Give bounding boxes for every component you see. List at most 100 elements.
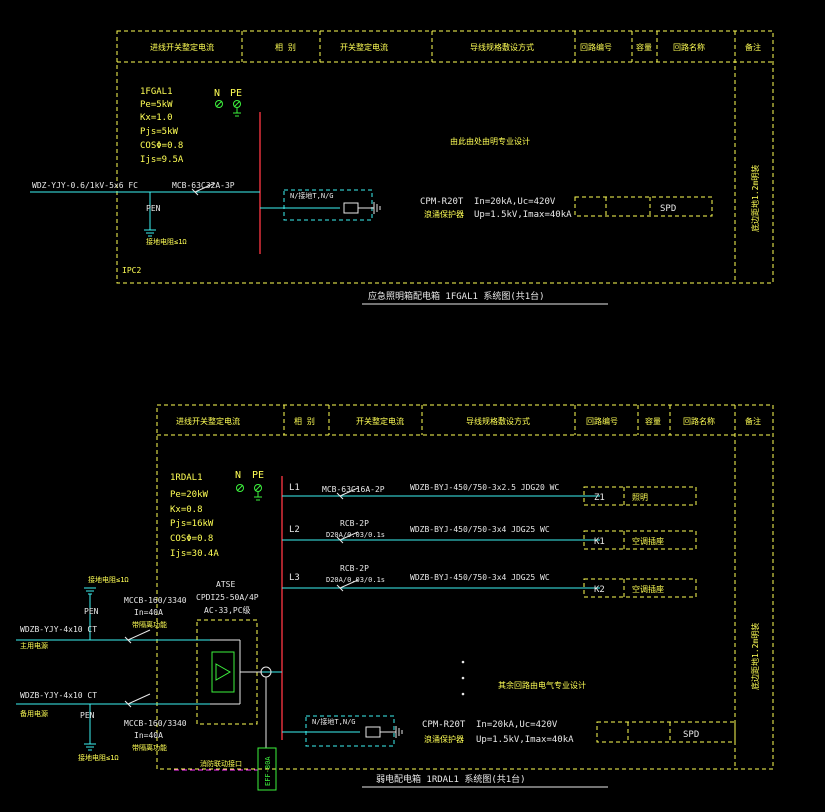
p2-circuit-cable-2: WDZB-BYJ-450/750-3x4 JDG25 WC: [410, 573, 550, 582]
p2-circuit-phase-1: L2: [289, 525, 300, 535]
p2-spd-type: 浪涌保护器: [424, 734, 464, 744]
p1-param-0: 1FGAL1: [140, 87, 173, 97]
p2-spd-device-label: N/接地T,N/G: [312, 717, 356, 726]
p2-header-3: 导线规格敷设方式: [466, 416, 530, 426]
p1-header-1: 相 别: [275, 42, 296, 52]
p2-param-5: Ijs=30.4A: [170, 549, 219, 559]
p2-ground-bottom: 接地电阻≤1Ω: [78, 753, 119, 762]
p2-circuit-breaker2-2: D20A/0.03/0.1s: [326, 576, 385, 584]
p2-mccb2-switch-icon: [124, 693, 151, 708]
p1-breaker: MCB-63C32A-3P: [172, 181, 235, 190]
p1-caption: 应急照明箱配电箱 1FGAL1 系统图(共1台): [368, 290, 545, 302]
p1-param-2: Kx=1.0: [140, 113, 173, 123]
p1-spd-device-label: N/接地T,N/G: [290, 191, 334, 200]
p2-effa-label: EFF-80A: [264, 756, 272, 786]
p2-atse-1: CPDI25-50A/4P: [196, 593, 259, 602]
p2-spd-device: [305, 715, 395, 747]
p2-circuit-box-1: [583, 530, 697, 550]
p2-circuit-num-2: K2: [594, 585, 605, 595]
p1-header-5: 容量: [636, 42, 652, 52]
p2-header-0: 进线开关整定电流: [176, 416, 240, 426]
p2-supply1: 主用电源: [20, 641, 48, 650]
p2-spd-icon: [365, 726, 403, 738]
p1-note-center: 由此由处由明专业设计: [450, 136, 530, 146]
p1-spd-spec2: Up=1.5kV,Imax=40kA: [474, 210, 572, 220]
p2-atse-0: ATSE: [216, 580, 235, 589]
p1-header-6: 回路名称: [673, 42, 705, 52]
p2-spd-spec1: In=20kA,Uc=420V: [476, 720, 558, 730]
p2-header-5: 容量: [645, 416, 661, 426]
p2-mccb2-0: MCCB-160/3340: [124, 719, 187, 728]
p2-param-2: Kx=0.8: [170, 505, 203, 515]
p1-ground-label: 接地电阻≤1Ω: [146, 237, 187, 246]
p2-circuit-breaker2-1: D20A/0.03/0.1s: [326, 531, 385, 539]
p2-circuit-num-1: K1: [594, 537, 605, 547]
p2-header-1: 相 别: [294, 416, 315, 426]
p1-spd-model: CPM-R20T: [420, 197, 464, 207]
p1-spd-icon: [343, 202, 381, 214]
p2-n-terminal-icon: [236, 484, 244, 492]
p1-header-3: 导线规格敷设方式: [470, 42, 534, 52]
p2-supply2: 备用电源: [20, 709, 48, 718]
p1-header-4: 回路编号: [580, 42, 612, 52]
p2-circuit-cable-1: WDZB-BYJ-450/750-3x4 JDG25 WC: [410, 525, 550, 534]
p1-param-3: Pjs=5kW: [140, 127, 179, 137]
p2-mccb2-1: In=40A: [134, 731, 163, 740]
p1-spd-box: [574, 196, 713, 217]
p2-header-7: 备注: [745, 416, 761, 426]
p2-circuit-cable-0: WDZB-BYJ-450/750-3x2.5 JDG20 WC: [410, 483, 559, 492]
p1-incoming-cable: WDZ-YJY-0.6/1kV-5x6 FC: [32, 181, 138, 190]
p2-remark: 底边距地1.2m明装: [750, 623, 760, 690]
p1-header-7: 备注: [745, 42, 761, 52]
p2-mccb1-switch-icon: [124, 629, 151, 644]
p1-frame: [116, 30, 774, 284]
p2-ground-bottom-icon: [84, 743, 96, 751]
p1-param-4: COSΦ=0.8: [140, 141, 183, 151]
p2-frame: [156, 404, 774, 770]
p1-spd-device: [283, 189, 373, 221]
p1-spd-type: 浪涌保护器: [424, 209, 464, 219]
p2-atse-2: AC-33,PC级: [204, 605, 251, 615]
p2-circuit-switch-icon-1: [336, 531, 359, 544]
p2-circuit-row-1: L2 RCB-2P D20A/0.03/0.1s WDZB-BYJ-450/75…: [282, 519, 697, 550]
p2-circuit-row-0: L1 MCB-63C16A-2P WDZB-BYJ-450/750-3x2.5 …: [282, 483, 697, 506]
p1-remark: 底边距地1.2m明装: [750, 165, 760, 232]
p2-spd-box-label: SPD: [683, 730, 699, 740]
p2-circuit-name-1: 空调插座: [632, 536, 664, 546]
p2-header-2: 开关整定电流: [356, 416, 404, 426]
p1-spd-spec1: In=20kA,Uc=420V: [474, 197, 556, 207]
p2-caption: 弱电配电箱 1RDAL1 系统图(共1台): [376, 773, 526, 785]
p1-param-5: Ijs=9.5A: [140, 155, 184, 165]
p2-mccb1-1: In=40A: [134, 608, 163, 617]
p2-pe-terminal-icon: [254, 484, 262, 501]
p2-circuit-switch-icon-0: [336, 487, 359, 500]
p2-circuit-num-0: Z1: [594, 493, 605, 503]
p2-param-1: Pe=20kW: [170, 490, 209, 500]
p2-param-0: 1RDAL1: [170, 473, 203, 483]
p1-header-2: 开关整定电流: [340, 42, 388, 52]
p2-effa-box: [257, 747, 277, 791]
p2-fire-label: 消防联动接口: [200, 759, 242, 768]
panel2: 进线开关整定电流 相 别 开关整定电流 导线规格敷设方式 回路编号 容量 回路名…: [16, 404, 774, 791]
p2-spd-spec2: Up=1.5kV,Imax=40kA: [476, 735, 574, 745]
p2-atse-switch-icon: [210, 639, 262, 705]
p2-spd-box: [596, 721, 736, 743]
p2-spd-model: CPM-R20T: [422, 720, 466, 730]
p2-circuit-box-0: [583, 486, 697, 506]
p1-ground-icon: [144, 229, 156, 237]
p2-header-4: 回路编号: [586, 416, 618, 426]
p1-n-label: N: [214, 88, 220, 99]
p2-cable2: WDZB-YJY-4x10 CT: [20, 691, 97, 700]
p2-continuation-dots: [461, 660, 465, 696]
p2-header-6: 回路名称: [683, 416, 715, 426]
p2-mccb1-0: MCCB-160/3340: [124, 596, 187, 605]
p1-pe-terminal-icon: [233, 100, 241, 117]
p2-param-4: COSΦ=0.8: [170, 534, 213, 544]
p2-circuit-phase-2: L3: [289, 573, 300, 583]
p2-circuit-breaker1-1: RCB-2P: [340, 519, 369, 528]
p2-circuit-phase-0: L1: [289, 483, 300, 493]
p2-circuit-name-0: 照明: [632, 493, 648, 502]
p1-n-terminal-icon: [215, 100, 223, 108]
p2-ground-top: 接地电阻≤1Ω: [88, 575, 129, 584]
